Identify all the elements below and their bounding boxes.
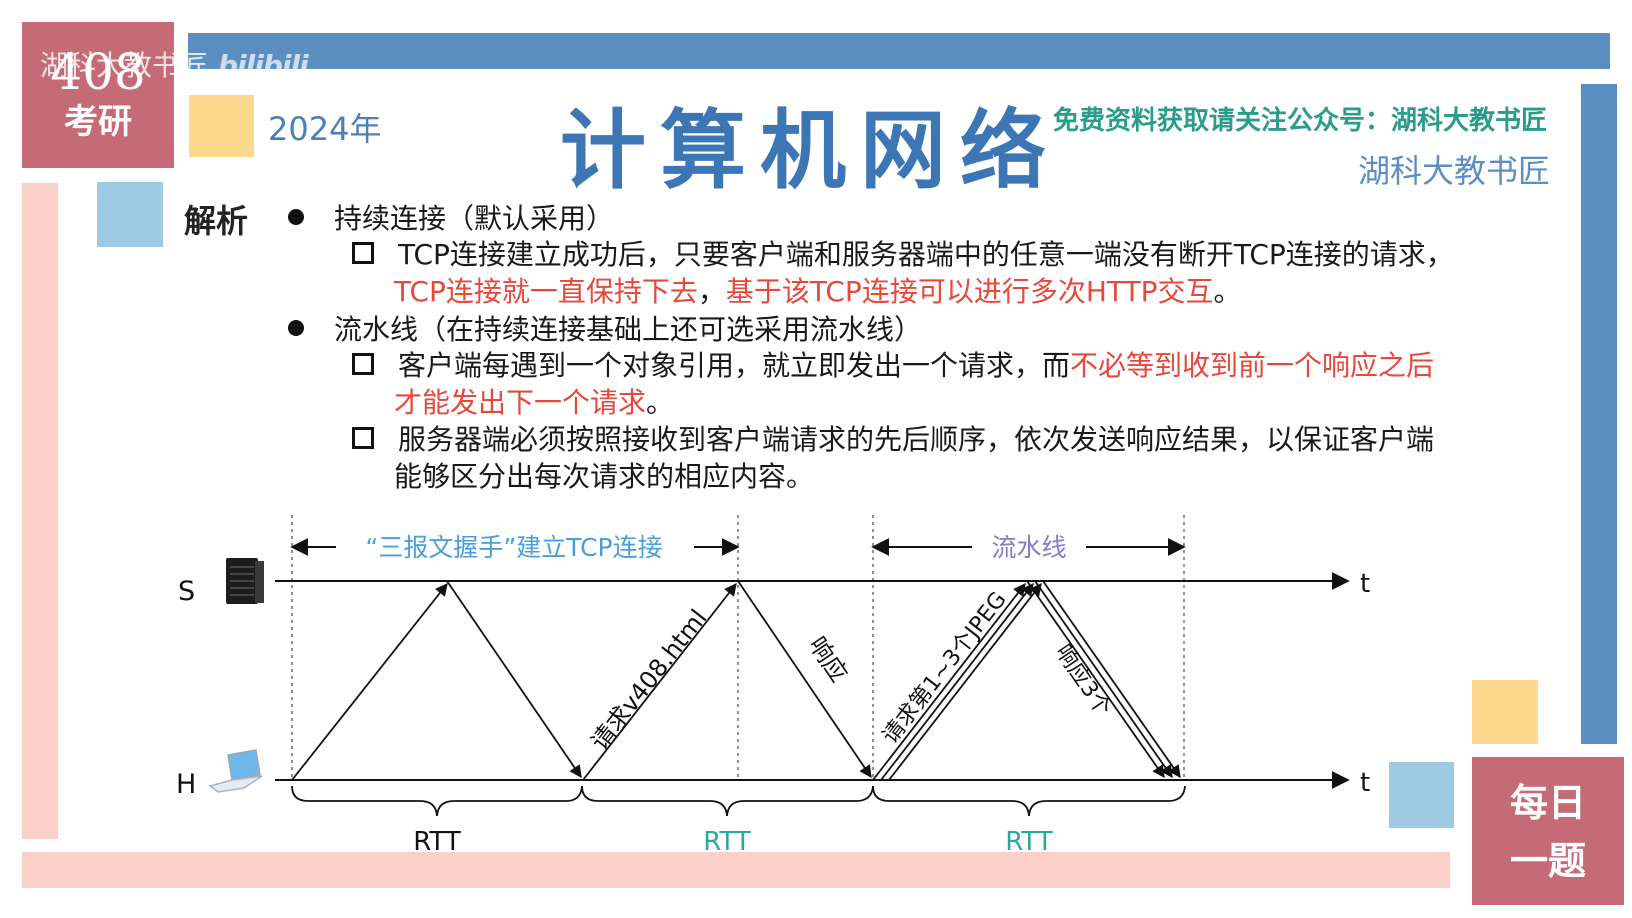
bilibili-logo: bilibili [218, 49, 309, 82]
response-label: 响应 [803, 632, 853, 687]
pipeline-response-arrow [1034, 580, 1173, 779]
bottom-decor-bar [22, 852, 1450, 888]
decor-square-blue [1389, 762, 1454, 828]
request-label: 请求v408.html [586, 604, 713, 755]
bullet-title: 持续连接（默认采用） [334, 202, 615, 235]
sub-bullet-pipeline-2-cont: 能够区分出每次请求的相应内容。 [394, 458, 814, 495]
pipeline-request-arrow [888, 583, 1042, 781]
right-decor-bar [1581, 84, 1617, 744]
exam-badge: 408 考研 [22, 22, 174, 168]
checkbox-square-icon [352, 242, 374, 264]
sub-bullet-persistent: TCP连接建立成功后，只要客户端和服务器端中的任意一端没有断开TCP连接的请求， [352, 236, 1454, 273]
sub-bullet-pipeline-1-cont: 才能发出下一个请求。 [394, 384, 674, 421]
syn-arrow [291, 583, 448, 781]
wechat-note: 免费资料获取请关注公众号：湖科大教书匠 [1053, 106, 1548, 136]
server-icon [226, 558, 264, 604]
watermark-text: 湖科大教书匠 [40, 49, 209, 82]
time-axis-label: t [1360, 768, 1370, 798]
decor-square-yellow [189, 95, 254, 157]
rtt-brace [581, 785, 874, 817]
sub-bullet-text: TCP连接建立成功后，只要客户端和服务器端中的任意一端没有断开TCP连接的请求， [398, 238, 1454, 271]
bullet-pipeline: 流水线（在持续连接基础上还可选采用流水线） [288, 311, 922, 348]
response-arrow [737, 580, 872, 779]
highlight-text: 不必等到收到前一个响应之后 [1070, 349, 1435, 382]
left-decor-bar [22, 183, 58, 839]
syn-ack-arrow [446, 580, 582, 779]
punctuation: ， [697, 275, 726, 308]
checkbox-square-icon [352, 353, 374, 375]
pipeline-request-arrow [880, 583, 1034, 781]
rtt-brace [291, 785, 583, 817]
rtt-label: RTT [1005, 827, 1053, 857]
year-label: 2024年 [268, 110, 382, 148]
handshake-label: “三报文握手”建立TCP连接 [365, 533, 662, 562]
punctuation: 。 [1213, 275, 1242, 308]
bullet-dot-icon [288, 209, 304, 225]
rtt-label: RTT [413, 827, 461, 857]
laptop-icon [208, 749, 263, 793]
sub-bullet-text: 能够区分出每次请求的相应内容。 [394, 460, 815, 493]
daily-badge-line1: 每日 [1509, 780, 1586, 825]
sub-bullet-pipeline-2: 服务器端必须按照接收到客户端请求的先后顺序，依次发送响应结果，以保证客户端 [352, 421, 1434, 458]
time-axis-label: t [1360, 569, 1370, 599]
pipeline-response-arrow [1042, 580, 1181, 779]
time-guides [291, 515, 1185, 780]
daily-badge-line2: 一题 [1509, 838, 1586, 883]
daily-question-badge: 每日 一题 [1472, 757, 1624, 905]
sub-bullet-text: 服务器端必须按照接收到客户端请求的先后顺序，依次发送响应结果，以保证客户端 [398, 423, 1435, 456]
top-decor-bar [188, 33, 1610, 69]
section-label: 解析 [184, 202, 249, 240]
highlight-text: 基于该TCP连接可以进行多次HTTP交互 [725, 275, 1214, 308]
decor-square-yellow [1472, 680, 1538, 744]
badge-number: 408 [50, 43, 146, 101]
pipeline-response-arrow [1026, 580, 1165, 779]
highlight-text: 才能发出下一个请求 [394, 386, 647, 419]
bullet-persistent: 持续连接（默认采用） [288, 200, 614, 237]
sub-bullet-persistent-cont: TCP连接就一直保持下去，基于该TCP连接可以进行多次HTTP交互。 [394, 273, 1242, 310]
watermark: 湖科大教书匠 bilibili [40, 44, 309, 84]
pipeline-label: 流水线 [991, 533, 1066, 562]
decor-square-blue [97, 182, 163, 247]
brand-name: 湖科大教书匠 [1358, 152, 1551, 190]
highlight-text: TCP连接就一直保持下去 [394, 275, 698, 308]
page-title: 计算机网络 [560, 100, 1060, 201]
pipeline-response-label: 响应3个 [1050, 640, 1115, 720]
host-label: H [176, 769, 196, 800]
badge-text: 考研 [64, 102, 132, 142]
server-label: S [178, 576, 195, 607]
bullet-title: 流水线（在持续连接基础上还可选采用流水线） [334, 313, 923, 346]
pipeline-request-label: 请求第1~3个JPEG [878, 587, 1012, 748]
rtt-label: RTT [703, 827, 751, 857]
sub-bullet-text: 客户端每遇到一个对象引用，就立即发出一个请求，而 [398, 349, 1071, 382]
bullet-dot-icon [288, 320, 304, 336]
punctuation: 。 [646, 386, 675, 419]
pipeline-request-arrow [872, 583, 1026, 781]
request-arrow [582, 583, 737, 781]
sub-bullet-pipeline-1: 客户端每遇到一个对象引用，就立即发出一个请求，而不必等到收到前一个响应之后 [352, 347, 1434, 384]
rtt-brace [872, 785, 1186, 817]
checkbox-square-icon [352, 427, 374, 449]
